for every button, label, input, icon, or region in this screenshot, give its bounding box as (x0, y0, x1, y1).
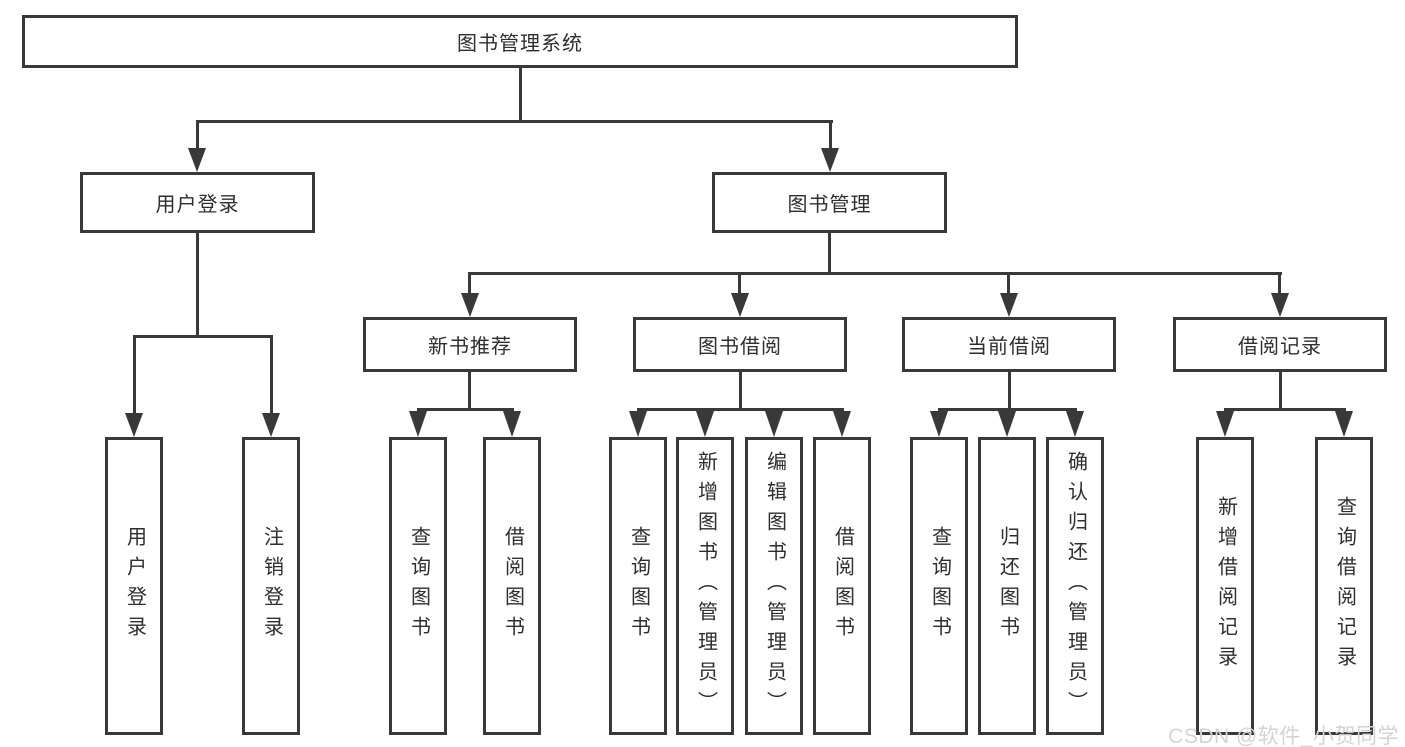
leaf-query-books-newrec: 查询图书 (389, 437, 447, 735)
leaf-borrow-books-borrow: 借阅图书 (813, 437, 871, 735)
leaf-confirm-return-admin: 确认归还（管理员） (1046, 437, 1104, 735)
leaf-query-books-current-label: 查询图书 (928, 526, 951, 646)
arrow-down-icon (1335, 411, 1353, 437)
arrow-down-icon (833, 411, 851, 437)
arrow-down-icon (1066, 411, 1084, 437)
leaf-query-books-newrec-label: 查询图书 (407, 526, 430, 646)
connector-line (829, 120, 832, 149)
connector-line (468, 371, 471, 408)
leaf-logout-login: 注销登录 (242, 437, 300, 735)
leaf-query-books-borrow: 查询图书 (609, 437, 667, 735)
leaf-return-book: 归还图书 (978, 437, 1036, 735)
connector-line (938, 408, 1077, 411)
arrow-down-icon (125, 413, 143, 437)
leaf-user-login-label: 用户登录 (123, 526, 146, 646)
leaf-add-book-admin: 新增图书（管理员） (676, 437, 734, 735)
leaf-borrow-books-borrow-label: 借阅图书 (831, 526, 854, 646)
node-borrow-records-label: 借阅记录 (1238, 336, 1322, 358)
csdn-watermark: CSDN @软件_小贺同学 (1168, 725, 1399, 747)
connector-line (828, 232, 831, 272)
arrow-down-icon (821, 148, 839, 172)
connector-line (133, 335, 273, 338)
arrow-down-icon (409, 411, 427, 437)
connector-line (739, 371, 742, 408)
leaf-query-borrow-record-label: 查询借阅记录 (1333, 496, 1356, 676)
node-book-borrow: 图书借阅 (633, 317, 847, 372)
connector-line (1008, 371, 1011, 408)
node-user-login: 用户登录 (80, 172, 315, 233)
leaf-add-borrow-record-label: 新增借阅记录 (1214, 496, 1237, 676)
leaf-edit-book-admin-label: 编辑图书（管理员） (763, 451, 786, 721)
leaf-add-borrow-record: 新增借阅记录 (1196, 437, 1254, 735)
connector-line (1279, 371, 1282, 408)
connector-line (1007, 272, 1010, 294)
connector-line (637, 408, 844, 411)
arrow-down-icon (765, 411, 783, 437)
node-current-borrow: 当前借阅 (902, 317, 1116, 372)
connector-line (196, 120, 199, 149)
node-current-borrow-label: 当前借阅 (967, 336, 1051, 358)
node-user-login-label: 用户登录 (155, 194, 240, 216)
node-library-system-label: 图书管理系统 (457, 33, 583, 55)
connector-line (196, 120, 833, 123)
leaf-return-book-label: 归还图书 (996, 526, 1019, 646)
connector-line (468, 272, 471, 294)
connector-line (469, 272, 1282, 275)
leaf-logout-login-label: 注销登录 (260, 526, 283, 646)
arrow-down-icon (930, 411, 948, 437)
arrow-down-icon (1000, 293, 1018, 317)
arrow-down-icon (731, 293, 749, 317)
leaf-edit-book-admin: 编辑图书（管理员） (745, 437, 803, 735)
connector-line (196, 232, 199, 335)
arrow-down-icon (998, 411, 1016, 437)
node-book-management-label: 图书管理 (787, 194, 872, 216)
node-new-book-recommend-label: 新书推荐 (428, 336, 512, 358)
arrow-down-icon (503, 411, 521, 437)
node-book-borrow-label: 图书借阅 (698, 336, 782, 358)
leaf-query-books-borrow-label: 查询图书 (627, 526, 650, 646)
arrow-down-icon (188, 148, 206, 172)
node-borrow-records: 借阅记录 (1173, 317, 1387, 372)
leaf-query-books-current: 查询图书 (910, 437, 968, 735)
node-library-system: 图书管理系统 (22, 15, 1018, 68)
arrow-down-icon (1271, 293, 1289, 317)
arrow-down-icon (629, 411, 647, 437)
arrow-down-icon (696, 411, 714, 437)
arrow-down-icon (1216, 411, 1234, 437)
connector-line (738, 272, 741, 294)
connector-line (133, 335, 136, 414)
node-book-management: 图书管理 (712, 172, 947, 233)
leaf-borrow-books-newrec: 借阅图书 (483, 437, 541, 735)
leaf-query-borrow-record: 查询借阅记录 (1315, 437, 1373, 735)
connector-line (417, 408, 514, 411)
leaf-confirm-return-admin-label: 确认归还（管理员） (1064, 451, 1087, 721)
connector-line (1278, 272, 1281, 294)
connector-line (1224, 408, 1346, 411)
connector-line (270, 335, 273, 414)
leaf-user-login: 用户登录 (105, 437, 163, 735)
node-new-book-recommend: 新书推荐 (363, 317, 577, 372)
arrow-down-icon (262, 413, 280, 437)
leaf-add-book-admin-label: 新增图书（管理员） (694, 451, 717, 721)
leaf-borrow-books-newrec-label: 借阅图书 (501, 526, 524, 646)
arrow-down-icon (461, 293, 479, 317)
connector-line (519, 68, 522, 120)
